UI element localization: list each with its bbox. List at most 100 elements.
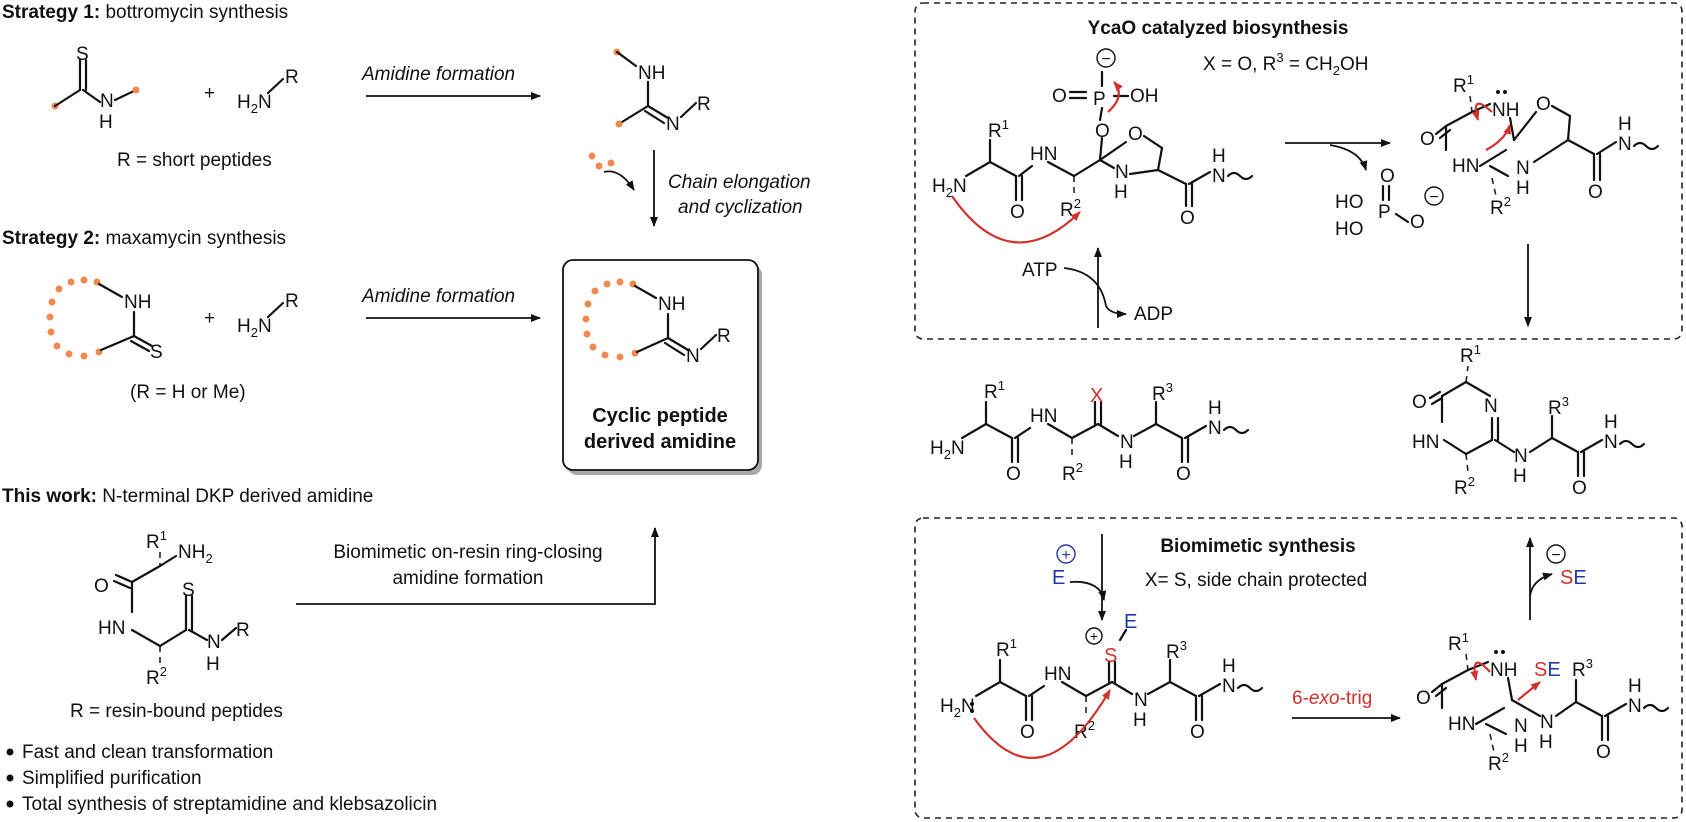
- svg-text:−: −: [1101, 51, 1110, 68]
- svg-text:R3: R3: [1572, 656, 1593, 681]
- svg-text:R1: R1: [146, 528, 167, 553]
- orange-dot: [607, 159, 615, 167]
- svg-text:Biomimetic synthesis: Biomimetic synthesis: [1160, 536, 1355, 557]
- svg-text:NH: NH: [124, 292, 151, 313]
- linear-peptide-structure: H2N R1 O HN R2 X N H R3 O N H: [930, 378, 1250, 485]
- svg-text:H: H: [1618, 114, 1632, 135]
- orange-dot: [588, 152, 596, 160]
- svg-text:H2N: H2N: [930, 438, 965, 462]
- svg-text:O: O: [1010, 202, 1025, 223]
- svg-text:H: H: [1119, 452, 1133, 473]
- svg-text:HO: HO: [1335, 192, 1364, 213]
- amine-reactant: H2N R: [237, 67, 299, 116]
- svg-text:N: N: [1484, 396, 1498, 417]
- orange-dot: [132, 86, 140, 94]
- svg-text:R3: R3: [1548, 394, 1569, 419]
- strategy-1-section: Strategy 1: bottromycin synthesis S N H …: [2, 2, 811, 227]
- svg-text:N: N: [1516, 158, 1530, 179]
- svg-text:R2: R2: [1454, 474, 1475, 499]
- phosphate-byproduct: O P HO HO O −: [1335, 166, 1444, 240]
- svg-text:N: N: [1514, 446, 1528, 467]
- svg-text:R2: R2: [1062, 460, 1083, 485]
- this-work-heading: This work: N-terminal DKP derived amidin…: [2, 486, 373, 507]
- this-work-section: This work: N-terminal DKP derived amidin…: [2, 486, 659, 815]
- svg-text:R2: R2: [1488, 750, 1509, 775]
- svg-text:R1: R1: [1448, 630, 1469, 655]
- svg-text:H: H: [1604, 412, 1618, 433]
- svg-text:+: +: [1061, 547, 1070, 564]
- svg-text:HN: HN: [98, 618, 125, 639]
- svg-text:O: O: [1416, 688, 1431, 709]
- svg-text:N: N: [1618, 134, 1632, 155]
- svg-text:NH: NH: [1490, 660, 1517, 681]
- svg-text:+: +: [204, 83, 215, 104]
- svg-text:HO: HO: [1335, 219, 1364, 240]
- list-item: Total synthesis of streptamidine and kle…: [22, 794, 437, 815]
- svg-text:H: H: [1539, 732, 1553, 753]
- svg-text:H: H: [1208, 398, 1222, 419]
- svg-text:S: S: [76, 44, 89, 65]
- svg-text:R1: R1: [988, 117, 1009, 142]
- cyclic-peptide-amidine-box: NH N R Cyclic peptide derived amidine: [562, 259, 762, 475]
- svg-text:O: O: [1180, 208, 1195, 229]
- svg-text:O: O: [1588, 182, 1603, 203]
- bullet-icon: [6, 800, 14, 808]
- svg-text:O: O: [1095, 121, 1110, 142]
- svg-text:N: N: [1208, 418, 1222, 439]
- svg-text:H: H: [1516, 178, 1530, 199]
- svg-text:N: N: [1120, 432, 1134, 453]
- svg-text:+: +: [1090, 628, 1098, 644]
- svg-text:R1: R1: [1453, 72, 1474, 97]
- svg-text:R: R: [285, 291, 299, 312]
- svg-text:O: O: [1190, 722, 1205, 743]
- svg-text:R2: R2: [146, 664, 167, 689]
- svg-text:H2N: H2N: [237, 316, 272, 340]
- svg-text:E: E: [1124, 611, 1137, 633]
- svg-text:N: N: [100, 91, 114, 112]
- svg-text:P: P: [1378, 202, 1391, 223]
- svg-text:R2: R2: [1060, 196, 1081, 221]
- svg-text:N: N: [1222, 676, 1236, 697]
- wavy-bond: [1226, 171, 1254, 181]
- negative-charge-icon: [1546, 544, 1566, 564]
- svg-text:R: R: [717, 326, 731, 347]
- svg-text:R = resin-bound peptides: R = resin-bound peptides: [70, 701, 283, 722]
- svg-text:S: S: [182, 580, 195, 601]
- svg-text:NH: NH: [1492, 100, 1519, 121]
- bullet-icon: [6, 748, 14, 756]
- svg-text:O: O: [1572, 478, 1587, 499]
- orange-dot: [615, 120, 623, 128]
- svg-text:HN: HN: [1452, 156, 1479, 177]
- svg-text:NH: NH: [658, 294, 685, 315]
- svg-text:N: N: [1604, 432, 1618, 453]
- svg-text:R: R: [697, 94, 711, 115]
- svg-text:O: O: [1128, 124, 1143, 145]
- ycao-biosynthesis-panel: YcaO catalyzed biosynthesis X = O, R3 = …: [914, 2, 1683, 340]
- svg-text:N: N: [207, 632, 221, 653]
- svg-text:R3: R3: [1152, 380, 1173, 405]
- svg-text:O: O: [1412, 392, 1427, 413]
- svg-text:N: N: [1134, 690, 1148, 711]
- svg-text:R2: R2: [1490, 194, 1511, 219]
- svg-text:R1: R1: [1460, 342, 1481, 367]
- svg-text:NH: NH: [638, 63, 665, 84]
- svg-text:SE: SE: [1534, 659, 1561, 681]
- svg-text:O: O: [1420, 129, 1435, 150]
- exo-trig-label: 6-exo-trig: [1292, 688, 1372, 709]
- positive-charge-icon: [1085, 627, 1103, 645]
- svg-text:Chain elongation: Chain elongation: [668, 172, 811, 193]
- svg-text:R: R: [236, 620, 250, 641]
- svg-text:Amidine formation: Amidine formation: [361, 286, 515, 307]
- list-item: Fast and clean transformation: [22, 742, 273, 763]
- svg-text:Amidine formation: Amidine formation: [361, 64, 515, 85]
- svg-text:H: H: [1514, 736, 1528, 757]
- svg-text:R = short peptides: R = short peptides: [117, 150, 272, 171]
- svg-text:P: P: [1093, 89, 1106, 110]
- svg-text:H: H: [1212, 146, 1226, 167]
- positive-charge-icon: [1056, 544, 1076, 564]
- dkp-thioamide-structure: R1 NH2 O HN R2 S N H R: [94, 528, 250, 689]
- ycao-condition: X = O, R3 = CH2OH: [1203, 50, 1368, 78]
- svg-text:ATP: ATP: [1022, 260, 1058, 281]
- svg-text:X: X: [1090, 385, 1103, 407]
